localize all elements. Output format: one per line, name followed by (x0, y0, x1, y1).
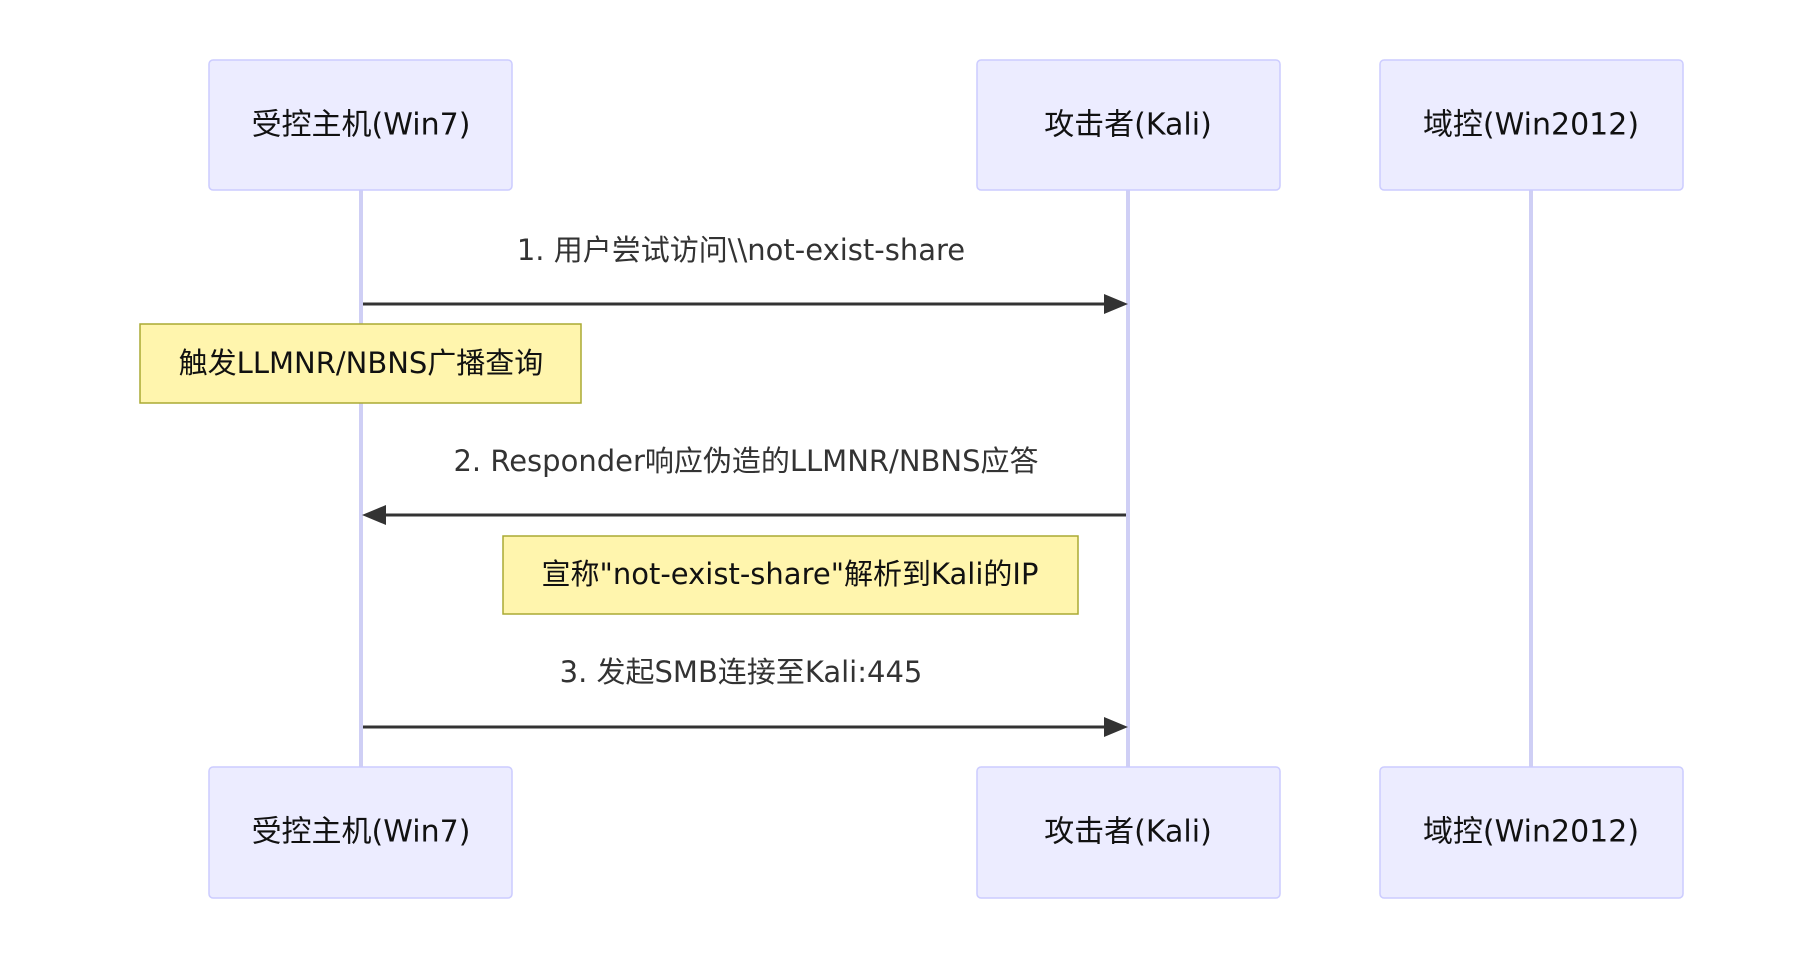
actor-dc-top: 域控(Win2012) (1379, 59, 1684, 191)
actor-attacker-bottom-label: 攻击者(Kali) (1044, 815, 1212, 850)
message-2: 2. Responder响应伪造的LLMNR/NBNS应答 (362, 444, 1126, 525)
message-1-label: 1. 用户尝试访问\\not-exist-share (517, 233, 965, 267)
message-1: 1. 用户尝试访问\\not-exist-share (363, 233, 1128, 314)
actor-dc-bottom-label: 域控(Win2012) (1423, 815, 1639, 850)
note-2: 宣称"not-exist-share"解析到Kali的IP (502, 535, 1079, 615)
actor-dc-top-label: 域控(Win2012) (1423, 108, 1639, 143)
message-2-label: 2. Responder响应伪造的LLMNR/NBNS应答 (453, 444, 1038, 478)
actor-dc-bottom: 域控(Win2012) (1379, 766, 1684, 899)
note-2-text: 宣称"not-exist-share"解析到Kali的IP (542, 557, 1039, 591)
message-3: 3. 发起SMB连接至Kali:445 (363, 655, 1128, 737)
actor-victim-top: 受控主机(Win7) (208, 59, 513, 191)
message-3-label: 3. 发起SMB连接至Kali:445 (560, 655, 923, 689)
actor-victim-bottom: 受控主机(Win7) (208, 766, 513, 899)
message-3-arrowhead (1104, 717, 1128, 737)
actor-attacker-top-label: 攻击者(Kali) (1044, 108, 1212, 143)
note-1: 触发LLMNR/NBNS广播查询 (139, 323, 582, 404)
actor-victim-top-label: 受控主机(Win7) (252, 108, 471, 143)
actor-attacker-bottom: 攻击者(Kali) (976, 766, 1281, 899)
actor-victim-bottom-label: 受控主机(Win7) (252, 815, 471, 850)
actor-attacker-top: 攻击者(Kali) (976, 59, 1281, 191)
note-1-text: 触发LLMNR/NBNS广播查询 (179, 346, 544, 380)
message-1-arrowhead (1104, 294, 1128, 314)
message-2-arrowhead (362, 505, 386, 525)
